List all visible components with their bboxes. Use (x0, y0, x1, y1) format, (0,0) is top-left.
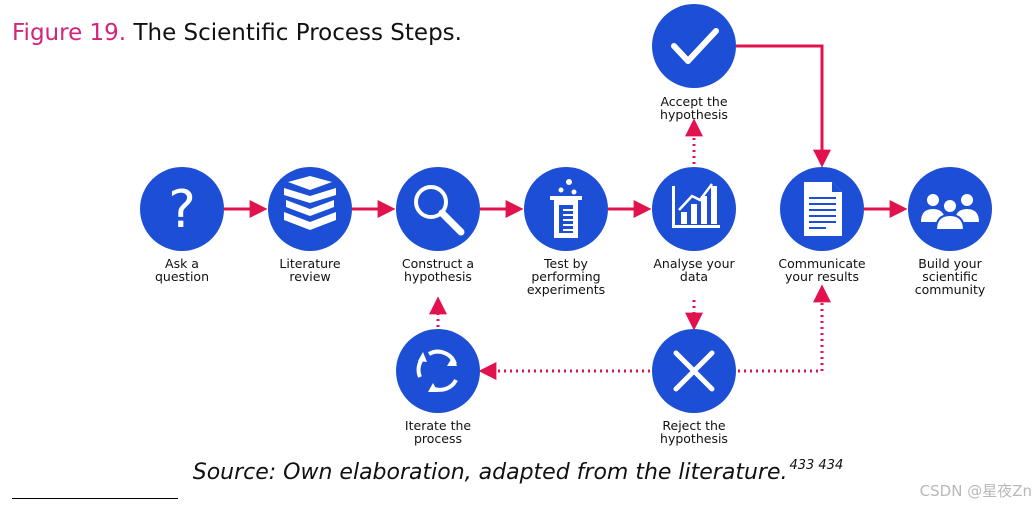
bar-chart-icon (672, 183, 720, 228)
step-label-communicate-line2: your results (785, 269, 859, 284)
step-label-analyse: Analyse your data (624, 257, 764, 283)
step-label-literature-line2: review (289, 269, 331, 284)
arrow-reject-to-communicate (738, 284, 831, 373)
figure-caption: The Scientific Process Steps. (133, 20, 462, 46)
step-label-ask-line1: Ask a (165, 256, 199, 271)
step-label-test-line3: experiments (526, 282, 606, 297)
figure-title: Figure 19. The Scientific Process Steps. (12, 18, 462, 48)
watermark: CSDN @星夜Zn (919, 482, 1032, 500)
cross-icon (673, 350, 715, 392)
step-label-hypothesis-line1: Construct a (401, 256, 475, 271)
step-label-ask-line2: question (154, 269, 209, 284)
people-icon (921, 194, 979, 231)
step-label-hypothesis-line2: hypothesis (404, 269, 472, 284)
step-label-iterate-line2: process (413, 431, 463, 446)
source-caption: Source: Own elaboration, adapted from th… (0, 458, 1036, 485)
step-label-communicate-line1: Communicate (778, 256, 866, 271)
step-label-reject-line1: Reject the (662, 418, 726, 433)
source-text: Source: Own elaboration, adapted from th… (192, 460, 788, 485)
beaker-icon (550, 179, 582, 238)
cycle-arrows-icon (416, 349, 458, 392)
hypothesis-circle (396, 167, 480, 251)
accept-circle (652, 4, 736, 88)
step-label-test: Test by performing experiments (496, 257, 636, 296)
step-label-reject-line2: hypothesis (660, 431, 728, 446)
step-label-test-line1: Test by (544, 256, 588, 271)
checkmark-icon (671, 28, 719, 64)
step-label-analyse-line1: Analyse your (653, 256, 735, 271)
footnote-divider (12, 498, 178, 499)
step-label-accept-line1: Accept the (660, 94, 728, 109)
svg-text:?: ? (168, 180, 196, 240)
arrow-accept-to-communicate (736, 44, 831, 168)
step-label-community-line1: Build your (918, 256, 982, 271)
source-references: 433 434 (789, 458, 844, 473)
step-label-literature-line1: Literature (279, 256, 341, 271)
step-label-reject: Reject the hypothesis (624, 419, 764, 445)
iterate-circle (396, 329, 480, 413)
books-icon (284, 176, 336, 230)
step-label-test-line2: performing (531, 269, 601, 284)
step-label-community: Build your scientific community (880, 257, 1020, 296)
question-mark-icon: ? (168, 180, 196, 240)
step-circles (140, 4, 992, 413)
magnifier-icon (414, 185, 465, 236)
step-label-iterate: Iterate the process (368, 419, 508, 445)
ask-circle (140, 167, 224, 251)
dotted-connectors (429, 118, 831, 380)
step-label-literature: Literature review (240, 257, 380, 283)
step-label-iterate-line1: Iterate the (404, 418, 472, 433)
solid-connectors (224, 44, 908, 218)
step-label-communicate: Communicate your results (752, 257, 892, 283)
step-label-accept: Accept the hypothesis (624, 95, 764, 121)
step-label-hypothesis: Construct a hypothesis (368, 257, 508, 283)
document-icon (804, 182, 842, 236)
figure-number: Figure 19. (12, 20, 127, 46)
step-label-community-line2: scientific (922, 269, 978, 284)
step-label-ask: Ask a question (112, 257, 252, 283)
step-label-analyse-line2: data (679, 269, 709, 284)
step-label-community-line3: community (914, 282, 986, 297)
step-label-accept-line2: hypothesis (660, 107, 728, 122)
